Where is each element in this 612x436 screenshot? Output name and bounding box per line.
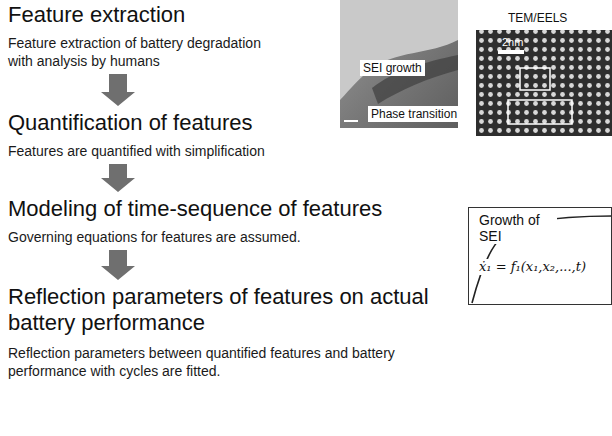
- image-label: SEI growth: [360, 60, 425, 76]
- region-outline: [508, 100, 572, 124]
- step-description: Features are quantified with simplificat…: [8, 142, 448, 160]
- scale-bar: [344, 120, 358, 122]
- stage-step: Feature extractionFeature extraction of …: [8, 2, 338, 70]
- step-description: Feature extraction of battery degradatio…: [8, 34, 288, 70]
- image-label: Phase transition: [368, 106, 460, 122]
- tem-image-lattice: [476, 30, 612, 136]
- image-caption: TEM/EELS: [505, 10, 570, 26]
- flow-arrow: [101, 250, 135, 280]
- flow-arrow: [101, 74, 135, 106]
- region-outline: [520, 68, 550, 90]
- stage-step: Reflection parameters of features on act…: [8, 284, 463, 380]
- lattice-photo: [476, 30, 612, 136]
- stage-step: Modeling of time-sequence of featuresGov…: [8, 196, 463, 246]
- step-heading: Feature extraction: [8, 2, 338, 28]
- step-description: Reflection parameters between quantified…: [8, 344, 448, 380]
- step-heading: Reflection parameters of features on act…: [8, 284, 438, 336]
- step-description: Governing equations for features are ass…: [8, 228, 463, 246]
- flow-arrow: [101, 164, 135, 192]
- step-heading: Growth of SEI: [477, 212, 557, 244]
- step-description: ẋ₁ = f₁(x₁,x₂,...,t): [477, 259, 588, 275]
- step-heading: Modeling of time-sequence of features: [8, 196, 463, 222]
- scale-bar: [498, 50, 524, 54]
- graph-box: Growth of SEI ẋ₁ = f₁(x₁,x₂,...,t): [468, 207, 612, 305]
- scale-label: 2nm: [499, 35, 526, 49]
